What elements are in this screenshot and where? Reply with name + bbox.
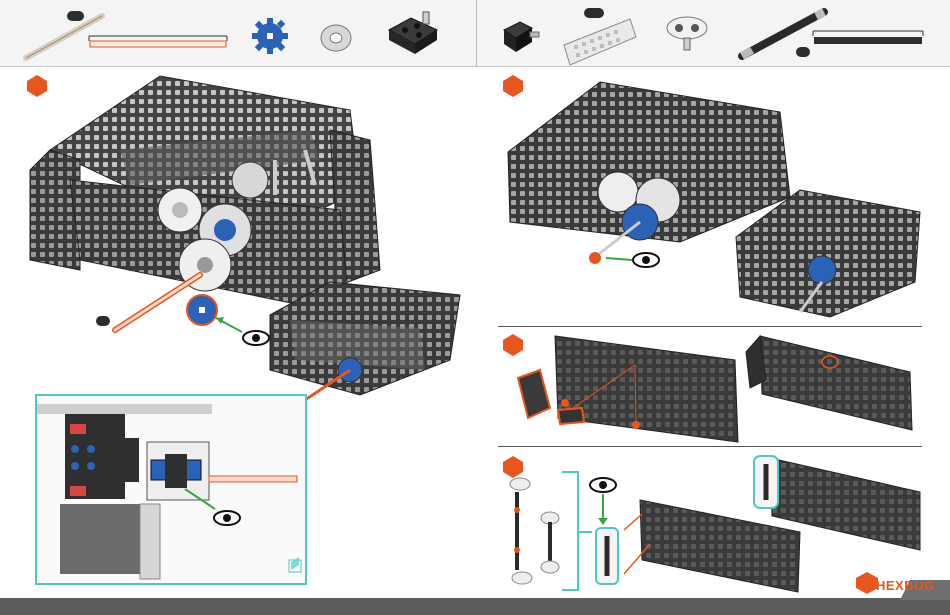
blue-gear-icon	[252, 16, 288, 56]
length-gauge-icon	[812, 30, 924, 48]
footer-bar	[0, 598, 950, 615]
parts-bar	[0, 0, 950, 67]
section-divider	[498, 446, 922, 447]
step-c-illustration	[510, 330, 920, 445]
offset-connector-icon	[663, 10, 713, 58]
section-divider	[498, 326, 922, 327]
corner-connector-icon	[383, 8, 443, 58]
length-gauge-icon	[88, 35, 228, 51]
chassis-assembly-illustration	[20, 70, 480, 400]
hexbug-logo-icon	[856, 572, 878, 594]
beam-plate-icon	[560, 15, 640, 70]
zoom-callout	[35, 394, 309, 586]
step-b-illustration	[500, 72, 930, 322]
pin-connector-icon	[500, 16, 542, 58]
washer-icon	[318, 22, 354, 54]
parts-divider	[476, 0, 477, 66]
brand-name: HEXBUG	[876, 578, 935, 593]
